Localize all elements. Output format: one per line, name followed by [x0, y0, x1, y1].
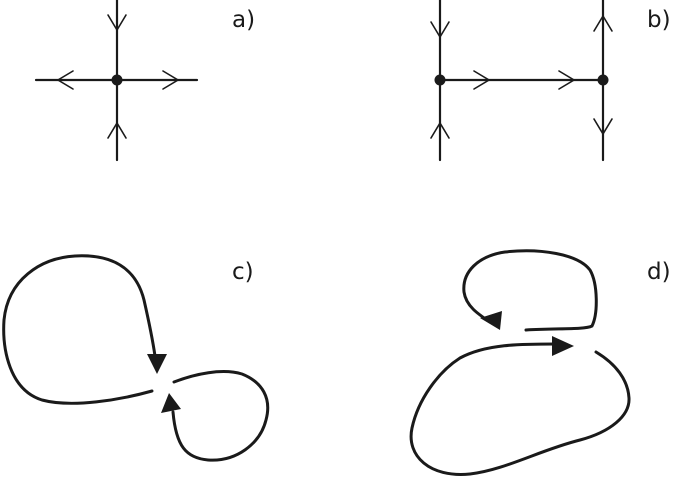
arrow-right-icon	[473, 70, 491, 90]
panel-b-label: b)	[647, 7, 671, 33]
arrow-left-icon	[56, 70, 74, 90]
filled-arrow-right-icon	[552, 336, 574, 356]
arrow-up-icon	[107, 121, 127, 139]
panel-a-label: a)	[232, 7, 255, 33]
panel-c: c)	[2, 254, 270, 462]
filled-arrow-right-icon	[480, 311, 502, 330]
panel-a: a)	[34, 0, 255, 162]
right-loop-curve	[171, 370, 270, 462]
left-loop-curve	[2, 254, 157, 405]
upper-loop-curve	[462, 249, 598, 332]
vertex-dot-icon	[597, 74, 609, 86]
arrow-down-icon	[107, 14, 127, 32]
arrow-down-icon	[593, 118, 613, 136]
panel-b: b)	[430, 0, 671, 162]
arrow-right-icon	[558, 70, 576, 90]
arrow-up-icon	[430, 121, 450, 139]
filled-arrow-up-icon	[161, 393, 181, 413]
arrow-right-icon	[162, 70, 180, 90]
arrow-down-icon	[430, 21, 450, 39]
vertex-dot-icon	[434, 74, 446, 86]
panel-d-label: d)	[647, 259, 671, 285]
panel-c-label: c)	[232, 259, 254, 285]
panel-d: d)	[409, 249, 671, 476]
vertex-dot-icon	[111, 74, 123, 86]
arrow-up-icon	[593, 14, 613, 32]
lower-loop-curve	[409, 342, 631, 476]
filled-arrow-down-icon	[147, 354, 167, 374]
